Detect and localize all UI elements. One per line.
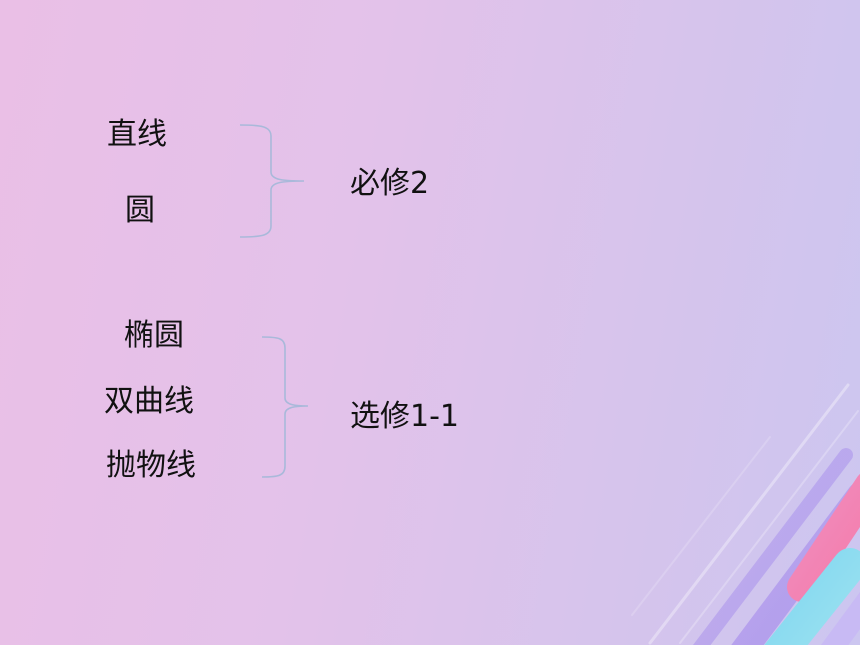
term-ellipse: 椭圆 bbox=[124, 318, 184, 353]
group-label-compulsory-2: 必修2 bbox=[350, 166, 430, 201]
term-circle: 圆 bbox=[125, 193, 155, 228]
term-parabola: 抛物线 bbox=[106, 448, 196, 483]
group-label-elective-1-1: 选修1-1 bbox=[350, 399, 459, 434]
term-line: 直线 bbox=[107, 117, 167, 152]
brace-group-2 bbox=[261, 336, 309, 478]
term-hyperbola: 双曲线 bbox=[104, 384, 194, 419]
brace-group-1 bbox=[239, 124, 305, 238]
decorative-stripes bbox=[631, 383, 860, 645]
